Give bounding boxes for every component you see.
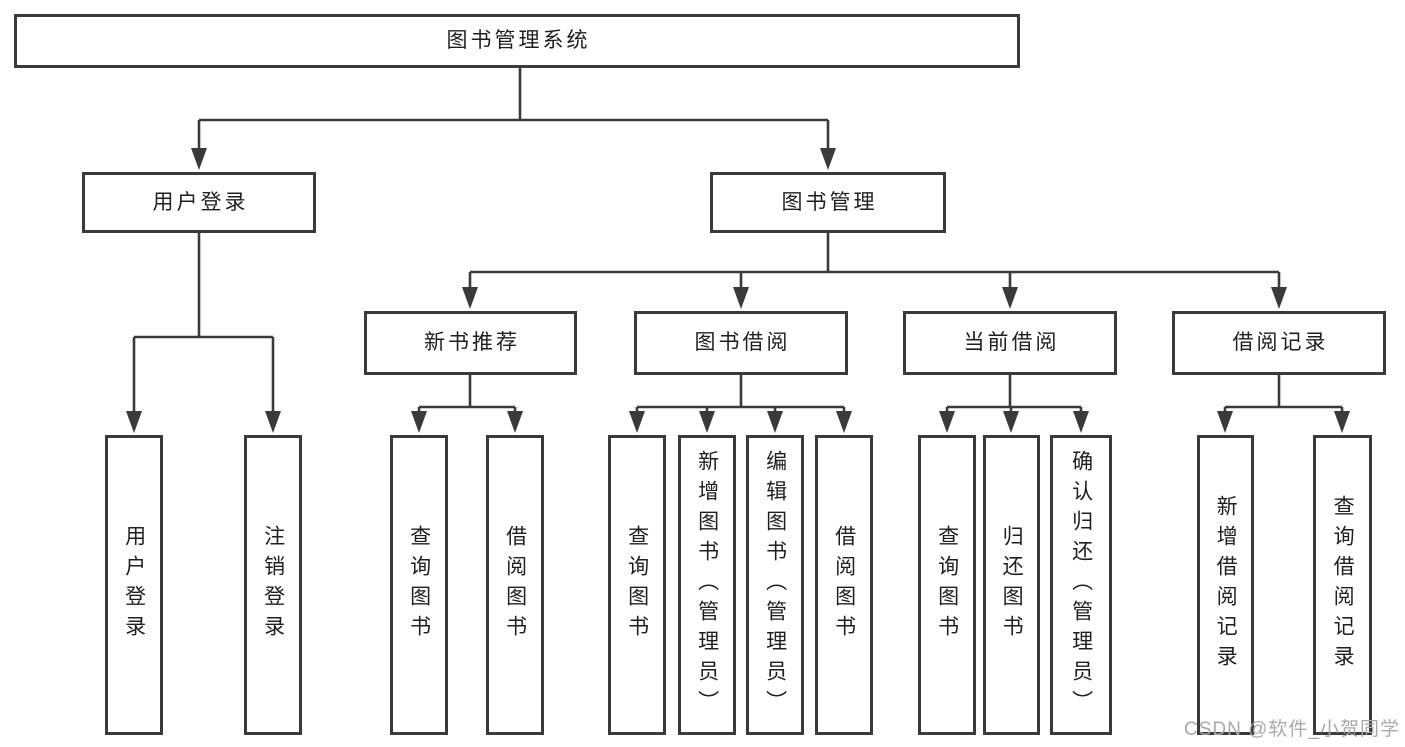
leaf-records-query: 查询借阅记录 — [1313, 435, 1372, 735]
leaf-current-confirm-return: 确认归还（管理员） — [1050, 435, 1112, 735]
leaf-current-return-label: 归还图书 — [1000, 525, 1024, 645]
leaf-borrow-add-label: 新增图书（管理员） — [695, 450, 719, 720]
leaf-user-login-label: 用户登录 — [122, 525, 146, 645]
leaf-user-login: 用户登录 — [105, 435, 163, 735]
node-borrow-records: 借阅记录 — [1172, 311, 1386, 375]
arrow-heads — [126, 148, 1350, 433]
leaf-records-add-label: 新增借阅记录 — [1214, 495, 1238, 675]
node-current-borrow: 当前借阅 — [903, 311, 1117, 375]
leaf-current-query: 查询图书 — [918, 435, 976, 735]
node-book-management-label: 图书管理 — [781, 190, 878, 214]
leaf-records-query-label: 查询借阅记录 — [1331, 495, 1355, 675]
leaf-newbook-borrow: 借阅图书 — [486, 435, 544, 735]
leaf-borrow-borrow-label: 借阅图书 — [832, 525, 856, 645]
leaf-newbook-query-label: 查询图书 — [407, 525, 431, 645]
node-borrow-records-label: 借阅记录 — [1232, 331, 1329, 355]
node-root-label: 图书管理系统 — [446, 29, 591, 53]
node-new-book-recommend-label: 新书推荐 — [424, 331, 520, 355]
leaf-borrow-query: 查询图书 — [608, 435, 666, 735]
leaf-newbook-borrow-label: 借阅图书 — [503, 525, 527, 645]
node-book-borrow-label: 图书借阅 — [694, 331, 791, 355]
node-book-management: 图书管理 — [710, 172, 946, 233]
node-user-login-label: 用户登录 — [152, 190, 249, 214]
node-current-borrow-label: 当前借阅 — [963, 331, 1060, 355]
node-root: 图书管理系统 — [14, 14, 1020, 68]
leaf-borrow-add: 新增图书（管理员） — [678, 435, 736, 735]
leaf-logout: 注销登录 — [244, 435, 302, 735]
leaf-current-return: 归还图书 — [983, 435, 1040, 735]
leaf-logout-label: 注销登录 — [261, 525, 285, 645]
leaf-newbook-query: 查询图书 — [390, 435, 448, 735]
leaf-records-add: 新增借阅记录 — [1197, 435, 1254, 735]
csdn-watermark: CSDN @软件_小贺同学 — [1184, 719, 1400, 740]
node-book-borrow: 图书借阅 — [634, 311, 848, 375]
leaf-borrow-edit: 编辑图书（管理员） — [746, 435, 804, 735]
leaf-current-query-label: 查询图书 — [935, 525, 959, 645]
leaf-borrow-borrow: 借阅图书 — [815, 435, 873, 735]
node-new-book-recommend: 新书推荐 — [364, 311, 577, 375]
connector-skeleton — [134, 68, 1342, 409]
node-user-login: 用户登录 — [82, 172, 316, 233]
leaf-borrow-query-label: 查询图书 — [625, 525, 649, 645]
leaf-current-confirm-return-label: 确认归还（管理员） — [1069, 450, 1093, 720]
leaf-borrow-edit-label: 编辑图书（管理员） — [763, 450, 787, 720]
